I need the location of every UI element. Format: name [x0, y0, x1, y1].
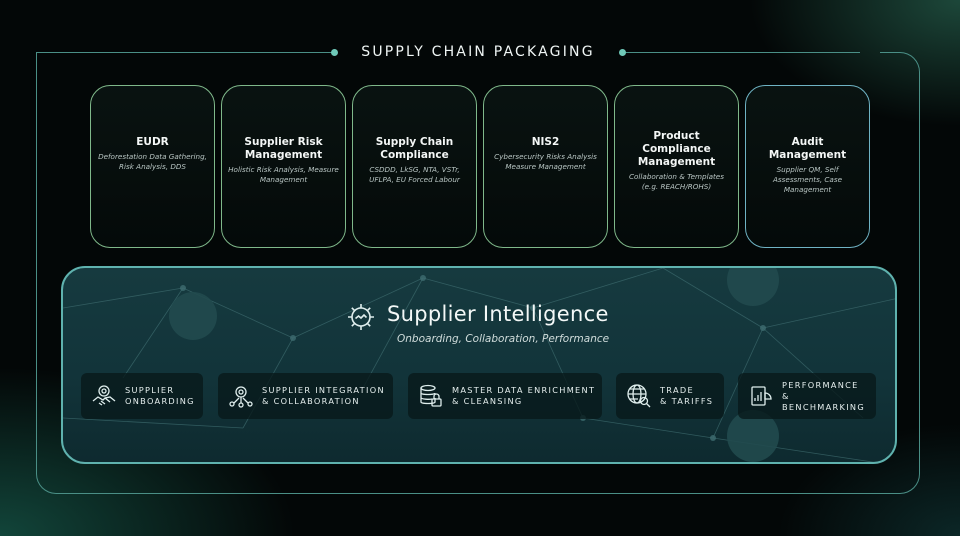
capability-supplier-integration[interactable]: SUPPLIER INTEGRATION & COLLABORATION: [218, 373, 393, 419]
module-title: NIS2: [531, 136, 560, 148]
capability-trade-tariffs[interactable]: TRADE & TARIFFS: [616, 373, 724, 419]
frame-bottom: [56, 493, 900, 494]
frame-dot-right: [619, 49, 626, 56]
supplier-gear-icon: [348, 304, 374, 330]
supplier-intelligence-subtitle: Onboarding, Collaboration, Performance: [397, 333, 610, 345]
frame-dot-left: [331, 49, 338, 56]
frame-right: [880, 52, 920, 494]
globe-search-icon: [627, 384, 651, 408]
module-card-eudr[interactable]: EUDR Deforestation Data Gathering, Risk …: [90, 85, 215, 248]
page-title: SUPPLY CHAIN PACKAGING: [361, 44, 595, 60]
module-card-nis2[interactable]: NIS2 Cybersecurity Risks Analysis Measur…: [483, 85, 608, 248]
module-title: Supplier Risk Management: [244, 136, 323, 161]
module-subtitle: Cybersecurity Risks Analysis Measure Man…: [494, 152, 597, 171]
handshake-gear-icon: [92, 385, 116, 406]
capability-supplier-onboarding[interactable]: SUPPLIER ONBOARDING: [81, 373, 203, 419]
capability-label: TRADE & TARIFFS: [660, 385, 714, 406]
module-card-product-compliance[interactable]: Product Compliance Management Collaborat…: [614, 85, 739, 248]
module-title: Product Compliance Management: [637, 130, 716, 168]
module-title: EUDR: [136, 136, 169, 148]
module-title: Audit Management: [768, 136, 847, 161]
capability-label: MASTER DATA ENRICHMENT & CLEANSING: [452, 385, 596, 406]
supplier-intelligence-title: Supplier Intelligence: [387, 302, 609, 326]
capability-performance[interactable]: PERFORMANCE & BENCHMARKING: [738, 373, 876, 419]
module-subtitle: Collaboration & Templates (e.g. REACH/RO…: [629, 172, 724, 191]
capability-master-data[interactable]: MASTER DATA ENRICHMENT & CLEANSING: [408, 373, 602, 419]
module-card-supplier-risk[interactable]: Supplier Risk Management Holistic Risk A…: [221, 85, 346, 248]
supplier-intelligence-panel: [61, 266, 897, 464]
module-subtitle: CSDDD, LkSG, NTA, VSTr, UFLPA, EU Forced…: [369, 165, 460, 184]
module-subtitle: Deforestation Data Gathering, Risk Analy…: [98, 152, 207, 171]
capability-label: PERFORMANCE & BENCHMARKING: [782, 379, 865, 412]
module-card-audit-management[interactable]: Audit Management Supplier QM, Self Asses…: [745, 85, 870, 248]
frame-line-top-left: [36, 52, 334, 53]
chart-document-icon: [751, 386, 772, 406]
network-background: [63, 268, 895, 462]
database-lock-icon: [420, 384, 442, 407]
module-subtitle: Holistic Risk Analysis, Measure Manageme…: [228, 165, 339, 184]
capability-label: SUPPLIER ONBOARDING: [125, 385, 195, 406]
module-cards: EUDR Deforestation Data Gathering, Risk …: [90, 85, 870, 248]
capability-label: SUPPLIER INTEGRATION & COLLABORATION: [262, 385, 385, 406]
frame-line-top-right: [622, 52, 860, 53]
module-subtitle: Supplier QM, Self Assessments, Case Mana…: [772, 165, 843, 194]
network-gear-icon: [229, 386, 253, 408]
module-card-supply-chain-compliance[interactable]: Supply Chain Compliance CSDDD, LkSG, NTA…: [352, 85, 477, 248]
module-title: Supply Chain Compliance: [375, 136, 454, 161]
